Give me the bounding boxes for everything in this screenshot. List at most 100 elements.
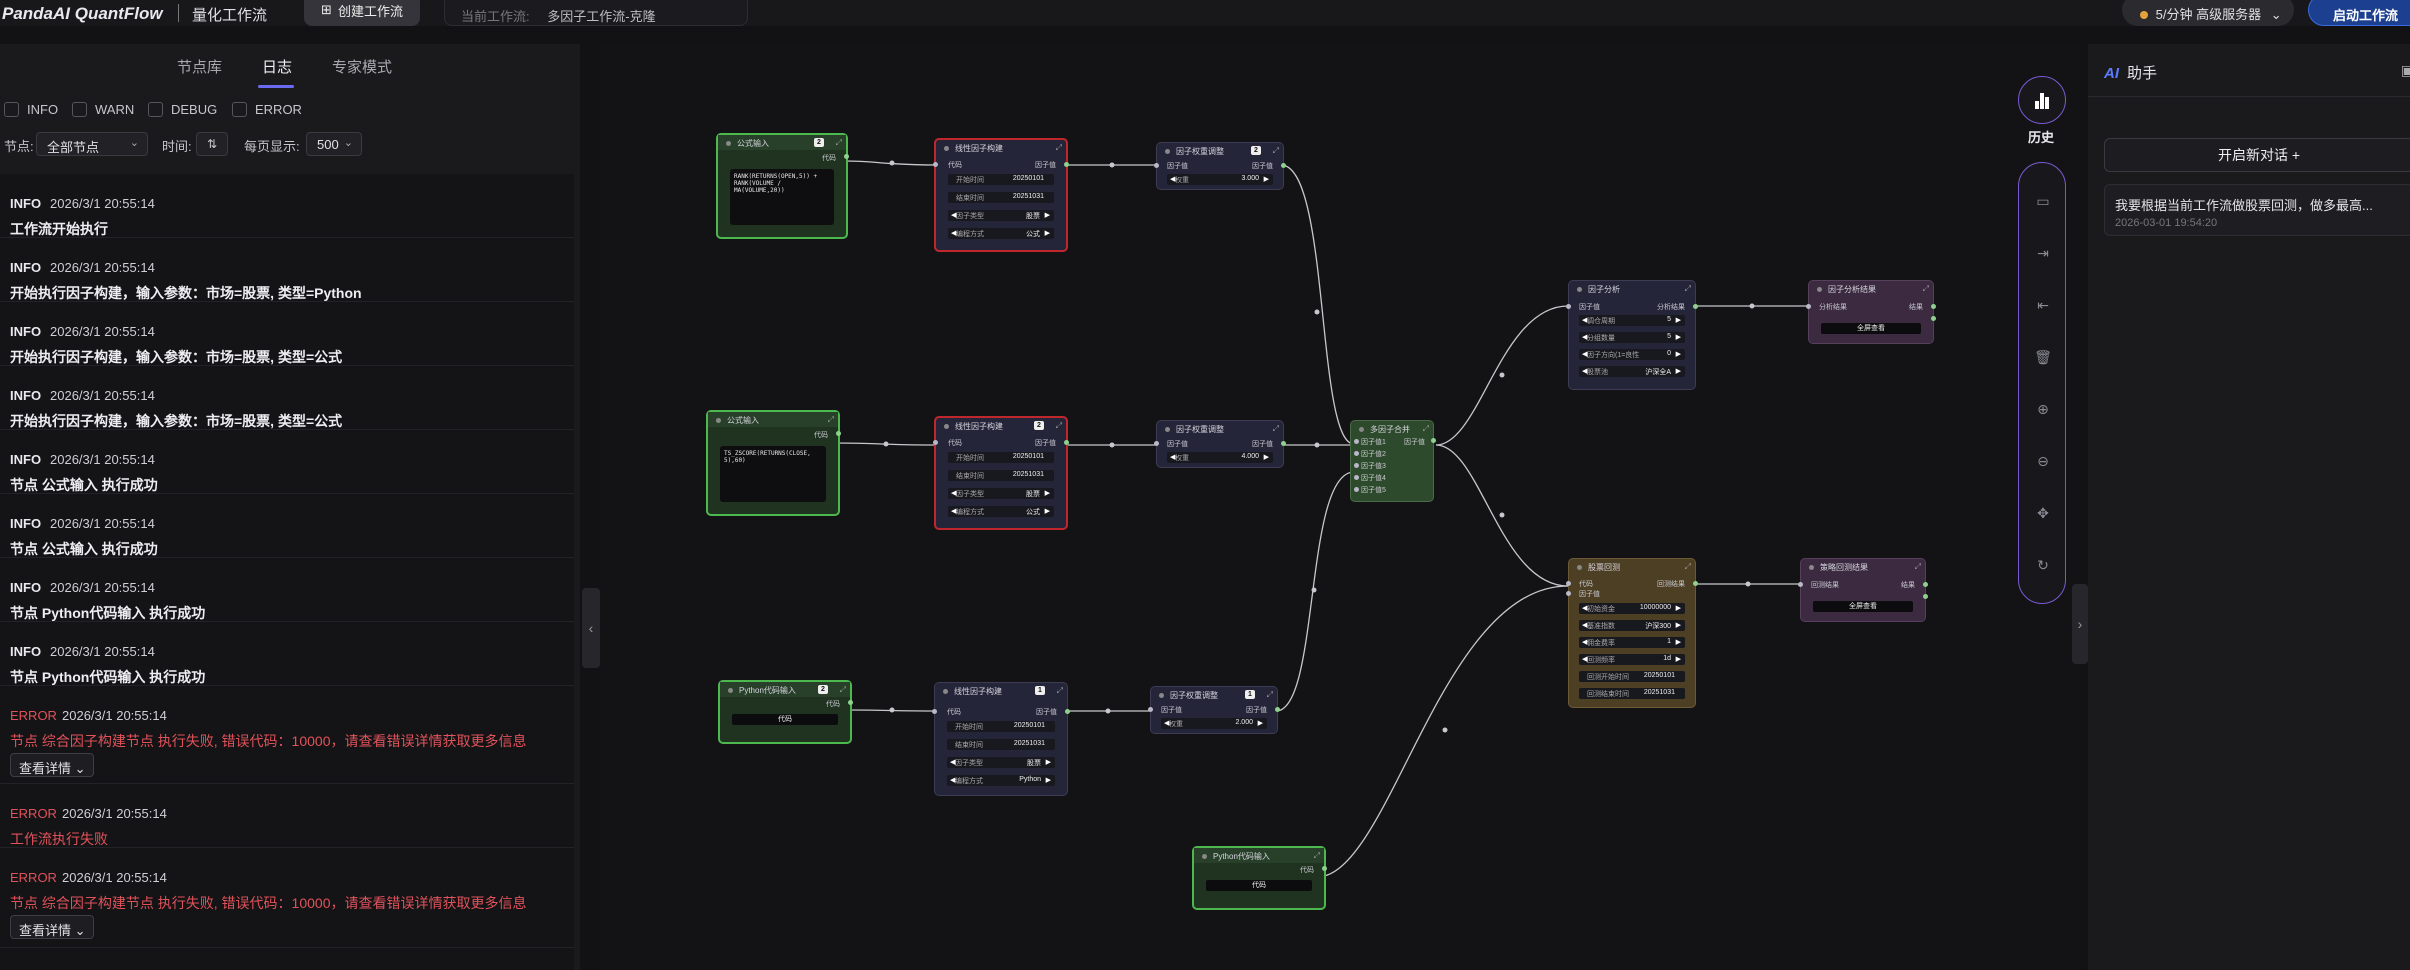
arrow-right-icon[interactable]: ▶ <box>1045 759 1051 766</box>
arrow-left-icon[interactable]: ◀ <box>1582 639 1588 646</box>
expand-icon[interactable]: ⤢ <box>1684 562 1691 571</box>
arrow-right-icon[interactable]: ▶ <box>1263 176 1269 183</box>
fit-icon[interactable]: ✥ <box>2037 505 2049 521</box>
checkbox[interactable] <box>232 102 247 117</box>
collapse-right-button[interactable]: › <box>2072 584 2088 664</box>
expand-icon[interactable]: ⤢ <box>1272 146 1279 155</box>
arrow-right-icon[interactable]: ▶ <box>1675 334 1681 341</box>
output-port[interactable] <box>1431 438 1436 443</box>
arrow-left-icon[interactable]: ◀ <box>1582 334 1588 341</box>
filter-warn[interactable]: WARN <box>72 102 134 117</box>
zoom-in-icon[interactable]: ⊕ <box>2037 401 2049 417</box>
page-size-select[interactable]: 500⌄ <box>306 132 362 156</box>
import-icon[interactable]: ⇤ <box>2037 297 2049 313</box>
output-port[interactable] <box>1064 162 1069 167</box>
code-editor[interactable]: TS_ZSCORE(RETURNS(CLOSE, 5),60) <box>720 446 826 502</box>
start-workflow-button[interactable]: 启动工作流 <box>2308 0 2410 26</box>
code-button[interactable]: 代码 <box>1206 880 1312 891</box>
input-port[interactable] <box>1566 591 1571 596</box>
export-icon[interactable]: ⇥ <box>2037 245 2049 261</box>
coding-mode-field[interactable]: ◀编程方式公式▶ <box>948 228 1054 239</box>
fullscreen-view-button[interactable]: 全屏查看 <box>1813 601 1913 612</box>
input-port[interactable] <box>1806 304 1811 309</box>
output-port[interactable] <box>848 700 853 705</box>
arrow-right-icon[interactable]: ▶ <box>1675 605 1681 612</box>
new-chat-button[interactable]: 开启新对话 + <box>2104 138 2410 172</box>
fullscreen-view-button[interactable]: 全屏查看 <box>1821 323 1921 334</box>
expand-icon[interactable]: ⤢ <box>835 138 842 147</box>
arrow-left-icon[interactable]: ◀ <box>950 777 956 784</box>
expand-icon[interactable]: ⤢ <box>1056 686 1063 695</box>
create-workflow-button[interactable]: ⊞ 创建工作流 <box>304 0 420 26</box>
arrow-right-icon[interactable]: ▶ <box>1044 230 1050 237</box>
current-workflow-field[interactable]: 当前工作流: 多因子工作流-克隆 <box>444 0 748 26</box>
checkbox[interactable] <box>72 102 87 117</box>
expand-icon[interactable]: ⤢ <box>839 685 846 694</box>
input-port[interactable] <box>1354 463 1359 468</box>
input-port[interactable] <box>933 162 938 167</box>
coding-mode-field[interactable]: ◀编程方式公式▶ <box>948 506 1054 517</box>
output-port[interactable] <box>1065 709 1070 714</box>
arrow-right-icon[interactable]: ▶ <box>1044 212 1050 219</box>
node-factor-analysis-result[interactable]: 因子分析结果 ⤢ 分析结果 结果 全屏查看 <box>1806 280 1936 344</box>
arrow-left-icon[interactable]: ◀ <box>951 212 957 219</box>
expand-icon[interactable]: ⤢ <box>1422 424 1429 433</box>
arrow-left-icon[interactable]: ◀ <box>1170 176 1176 183</box>
input-port[interactable] <box>1798 582 1803 587</box>
benchmark-field[interactable]: ◀基准指数沪深300▶ <box>1579 620 1685 631</box>
view-details-button[interactable]: 查看详情 ⌄ <box>10 915 94 939</box>
arrow-right-icon[interactable]: ▶ <box>1045 777 1051 784</box>
factor-type-field[interactable]: ◀因子类型股票▶ <box>947 757 1055 768</box>
arrow-left-icon[interactable]: ◀ <box>1582 317 1588 324</box>
filter-debug[interactable]: DEBUG <box>148 102 217 117</box>
arrow-right-icon[interactable]: ▶ <box>1044 490 1050 497</box>
arrow-left-icon[interactable]: ◀ <box>1582 622 1588 629</box>
arrow-left-icon[interactable]: ◀ <box>1582 351 1588 358</box>
filter-error[interactable]: ERROR <box>232 102 302 117</box>
log-list[interactable]: INFO 2026/3/1 20:55:14 工作流开始执行 INFO 2026… <box>0 174 574 970</box>
arrow-left-icon[interactable]: ◀ <box>951 508 957 515</box>
chat-history-item[interactable]: 我要根据当前工作流做股票回测，做多最高... 2026-03-01 19:54:… <box>2104 184 2410 236</box>
arrow-right-icon[interactable]: ▶ <box>1263 454 1269 461</box>
input-port[interactable] <box>1354 487 1359 492</box>
output-port[interactable] <box>1931 316 1936 321</box>
view-details-button[interactable]: 查看详情 ⌄ <box>10 753 94 777</box>
filter-info[interactable]: INFO <box>4 102 58 117</box>
time-sort-button[interactable]: ⇅ <box>196 132 228 156</box>
code-editor[interactable]: RANK(RETURNS(OPEN,5)) + RANK(VOLUME / MA… <box>730 169 834 225</box>
expand-icon[interactable]: ⤢ <box>1922 284 1929 293</box>
output-port[interactable] <box>1923 594 1928 599</box>
server-selector[interactable]: 5/分钟 高级服务器 ⌄ <box>2122 0 2294 26</box>
expand-icon[interactable]: ⤢ <box>1055 143 1062 152</box>
checkbox[interactable] <box>4 102 19 117</box>
output-port[interactable] <box>1322 866 1327 871</box>
input-port[interactable] <box>1354 439 1359 444</box>
node-multi-factor-merge[interactable]: 多因子合并 ⤢ 因子值 因子值1 因子值2 因子值3 因子值4 因子值5 <box>1350 420 1436 502</box>
arrow-right-icon[interactable]: ▶ <box>1675 639 1681 646</box>
node-python-input-2[interactable]: Python代码输入 ⤢ 代码 代码 <box>1192 846 1327 910</box>
expand-icon[interactable]: ⤢ <box>1684 284 1691 293</box>
output-port[interactable] <box>1064 440 1069 445</box>
input-port[interactable] <box>1354 451 1359 456</box>
